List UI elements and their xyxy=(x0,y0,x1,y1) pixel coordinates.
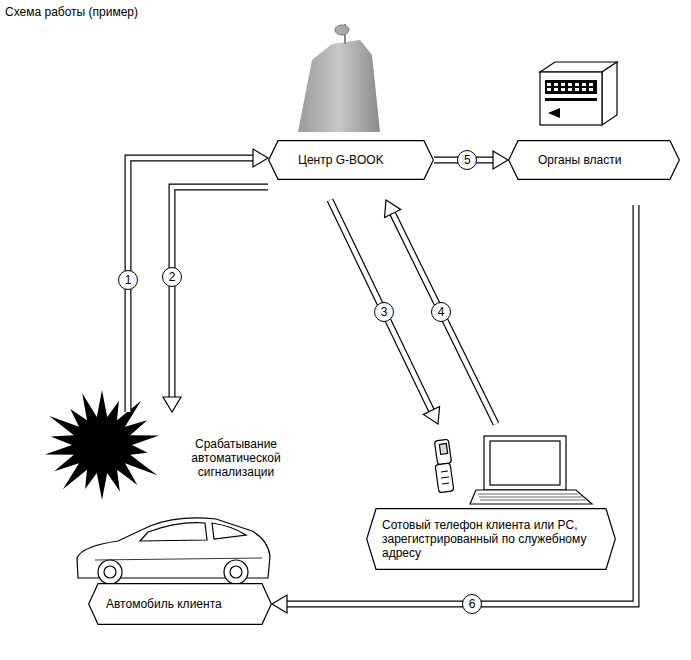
tower-icon xyxy=(298,24,380,132)
hollow-arrow xyxy=(272,205,636,613)
callout-number: 4 xyxy=(431,302,451,322)
hollow-arrow xyxy=(385,200,496,424)
hollow-arrow xyxy=(434,151,508,169)
car-illustration xyxy=(77,518,270,584)
node-text: Автомобиль клиента xyxy=(106,597,254,611)
callout-number: 3 xyxy=(374,302,394,322)
building-icon xyxy=(540,62,617,125)
hollow-arrow xyxy=(330,200,440,424)
car-box: Автомобиль клиента xyxy=(88,583,272,625)
event-label: Срабатывание автоматической сигнализации xyxy=(178,437,294,479)
callout-number: 2 xyxy=(162,267,182,287)
callout-number: 6 xyxy=(462,594,482,614)
laptop-icon xyxy=(470,436,592,504)
phone-icon xyxy=(434,439,453,493)
callout-number: 5 xyxy=(457,150,477,170)
explosion-icon xyxy=(45,390,159,500)
node-text: Центр G-BOOK xyxy=(298,153,404,167)
hollow-arrow xyxy=(163,187,268,412)
center-box: Центр G-BOOK xyxy=(268,140,434,180)
node-text: Органы власти xyxy=(538,153,650,167)
device-box: Сотовый телефон клиента или PC, зарегист… xyxy=(366,508,616,570)
node-text: Сотовый телефон клиента или PC, зарегист… xyxy=(382,518,600,560)
callout-number: 1 xyxy=(118,270,138,290)
authority-box: Органы власти xyxy=(508,140,680,180)
diagram-title: Схема работы (пример) xyxy=(5,5,138,19)
hollow-arrow xyxy=(128,149,268,412)
